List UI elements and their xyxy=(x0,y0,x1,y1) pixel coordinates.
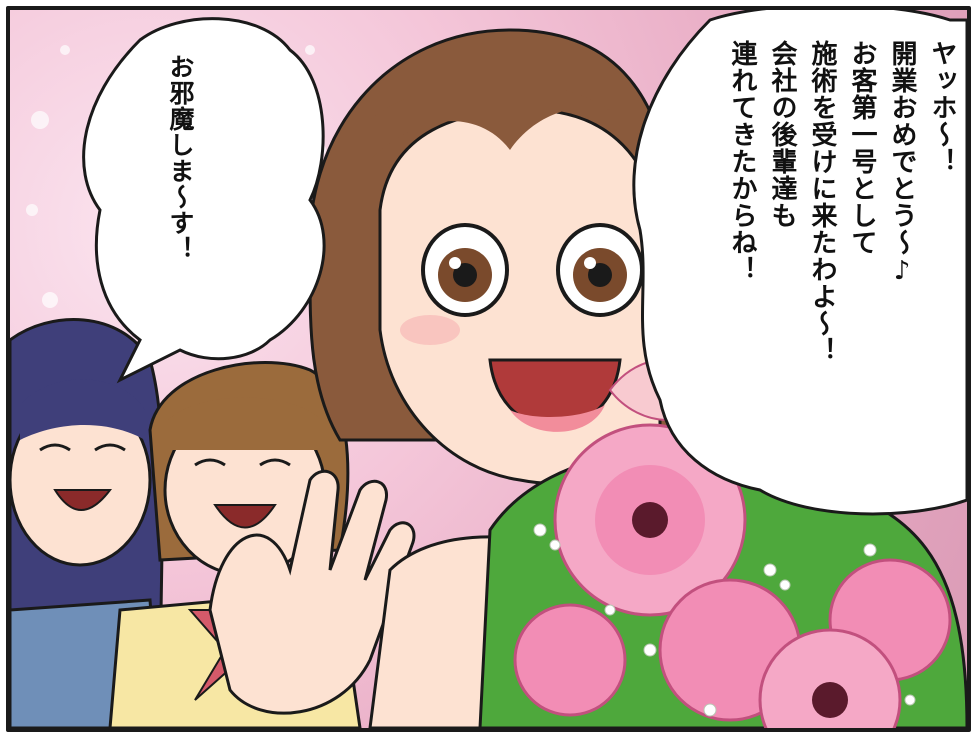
waving-hand xyxy=(208,469,416,715)
speech-bubble-right xyxy=(632,10,967,516)
gerbera-flower xyxy=(553,423,747,617)
speech-text-right: ヤッホ〜！ 開業おめでとう〜♪ お客第一号として 施術を受けに来たわよ〜！ 会社… xyxy=(722,40,962,460)
baby-breath xyxy=(533,523,916,717)
speech-line-2: 開業おめでとう〜♪ xyxy=(887,40,917,287)
speech-line-3: お客第一号として xyxy=(847,40,877,256)
speech-text-left: お邪魔しま〜す！ xyxy=(166,54,195,262)
comic-illustration xyxy=(10,10,967,728)
speech-bubble-left xyxy=(82,17,326,384)
woman-main xyxy=(307,28,682,728)
speech-line-4: 施術を受けに来たわよ〜！ xyxy=(807,40,837,364)
speech-line-1: ヤッホ〜！ xyxy=(927,40,957,175)
background-sparkles xyxy=(26,45,326,308)
speech-line-6: 連れてきたからね！ xyxy=(727,40,757,283)
speech-line-5: 会社の後輩達も xyxy=(767,40,797,229)
gerbera-flower-2 xyxy=(758,628,902,728)
comic-panel: お邪魔しま〜す！ ヤッホ〜！ 開業おめでとう〜♪ お客第一号として 施術を受けに… xyxy=(6,6,971,732)
